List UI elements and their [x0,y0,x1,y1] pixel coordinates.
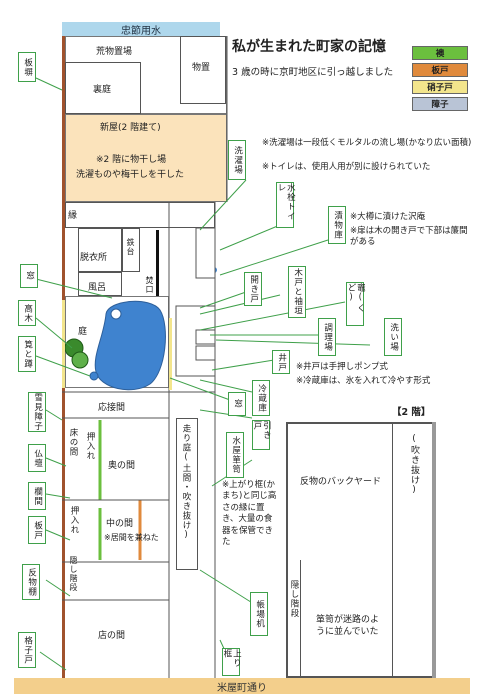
legend-fusuma: 襖 [412,46,468,60]
backyard2-label: 反物のバックヤード [300,477,382,487]
bath-label: 風呂 [88,283,107,293]
tree-bottom [71,351,89,369]
new-wing-note1: ※2 階に物干し場 [96,155,167,165]
kettle-stand-label: 鉄台 [126,238,135,256]
callout-hearth: 竈(くど) [346,282,365,326]
callout-stone: 筧と蹲 [18,336,36,372]
new-wing-title: 新屋(2 階建て) [100,123,161,133]
kettle-stand [122,228,140,272]
callout-cookroom: 調理場 [318,318,336,356]
corridor-label: 走り庭(土間・吹き抜け) [181,424,191,541]
page-title: 私が生まれた町家の記憶 [232,39,386,55]
callout-laundry: 洗濯場 [228,140,246,180]
callout-fridge: 冷蔵庫 [252,380,270,416]
note-kitchen: ※上がり框(かまち)と同じ高さの縁に置き、大量の食器を保管できた [222,480,277,548]
inner-room-label: 奥の間 [108,461,136,471]
street-label: 米屋町通り [217,682,267,694]
storage-label: 荒物置場 [96,47,133,57]
middle-room-label: 中の間 [106,519,134,529]
tokonoma-label: 床の間 [68,428,78,457]
street-band: 米屋町通り [14,678,470,694]
callout-window: 窓 [20,264,38,288]
engawa-label: 縁 [68,211,78,221]
inlet-circle [110,308,122,320]
corridor-box [176,418,198,570]
callout-koshido: 格子戸 [18,632,36,668]
callout-open-door: 開き戸 [244,272,262,306]
hidden-stairs-label: 隠し階段 [69,556,78,592]
water-channel-band: 忠節用水 [62,22,220,37]
second-floor-title: 【2 階】 [392,407,431,418]
callout-yukimi: 雪見障子 [28,392,46,432]
callout-chobadai: 帳場机 [250,592,268,636]
callout-butsuma: 仏壇 [28,444,46,472]
note-well2: ※冷蔵庫は、氷を入れて冷やす形式 [296,376,431,386]
legend-itado: 板戸 [412,63,468,77]
note-pickle2: ※扉は木の開き戸で下部は簾間がある [350,226,468,248]
stove-label: 焚口 [145,276,154,294]
stone-basin [89,371,99,381]
water-channel-label: 忠節用水 [121,25,161,37]
shed-box [180,36,226,104]
callout-mizuya: 水屋箪笥 [226,432,244,478]
new-wing-note2: 洗濯ものや梅干しを干した [76,170,185,180]
callout-toilet: 水栓トイレ [276,182,295,228]
closet-label: 押入れ [85,432,95,461]
note-well1: ※井戸は手押しポンプ式 [296,362,388,372]
callout-well: 井戸 [272,350,290,374]
dressing-room [78,228,122,272]
callout-wood-door: 木戸と袖垣 [288,266,306,318]
page-subtitle: 3 歳の時に京町地区に引っ越しました [232,67,394,78]
garden-label: 庭 [78,327,88,337]
maze-note: 箪笥が迷路のように並んでいた [316,615,380,638]
pond-shape [94,300,166,391]
callout-tansu: 反物棚 [22,564,40,600]
black-partition [156,230,159,302]
callout-sliding: 引き戸 [252,420,271,450]
backyard-box [65,62,141,114]
backyard-label: 裏庭 [93,85,112,95]
callout-pickle: 漬物庫 [328,206,346,244]
shop-room-label: 店の間 [98,631,126,641]
callout-wall: 板塀 [18,52,36,82]
legend-garasudo: 硝子戸 [412,80,468,94]
shed-label: 物置 [192,63,211,73]
stairs2-label: 隠し階段 [289,580,299,618]
engawa-box [65,202,215,228]
fukinuke-label: (吹き抜け) [409,434,419,496]
second-floor-gray-wall [432,422,436,678]
legend-shoji: 障子 [412,97,468,111]
closet2-label: 押入れ [69,506,79,535]
callout-window2: 窓 [228,392,246,416]
reception-label: 応接間 [98,403,126,413]
callout-agari: 上り框 [222,648,241,676]
middle-room-note: ※居間を兼ねた [104,533,159,542]
note-pickle1: ※大樽に漬けた沢庵 [350,212,426,222]
new-wing [65,114,227,202]
dressing-label: 脱衣所 [80,253,108,263]
second-floor-outline [286,422,436,678]
callout-tall-tree: 高木 [18,300,36,326]
second-floor-stair-wall [300,560,301,678]
note-laundry2: ※トイレは、使用人用が別に設けられていた [262,162,431,172]
callout-wash: 洗い場 [384,318,402,356]
note-laundry1: ※洗濯場は一段低くモルタルの流し場(かなり広い面積) [262,138,472,148]
callout-itado: 板戸 [28,516,46,544]
callout-ranma: 欄間 [28,482,46,510]
second-floor-right-wall [392,422,393,678]
